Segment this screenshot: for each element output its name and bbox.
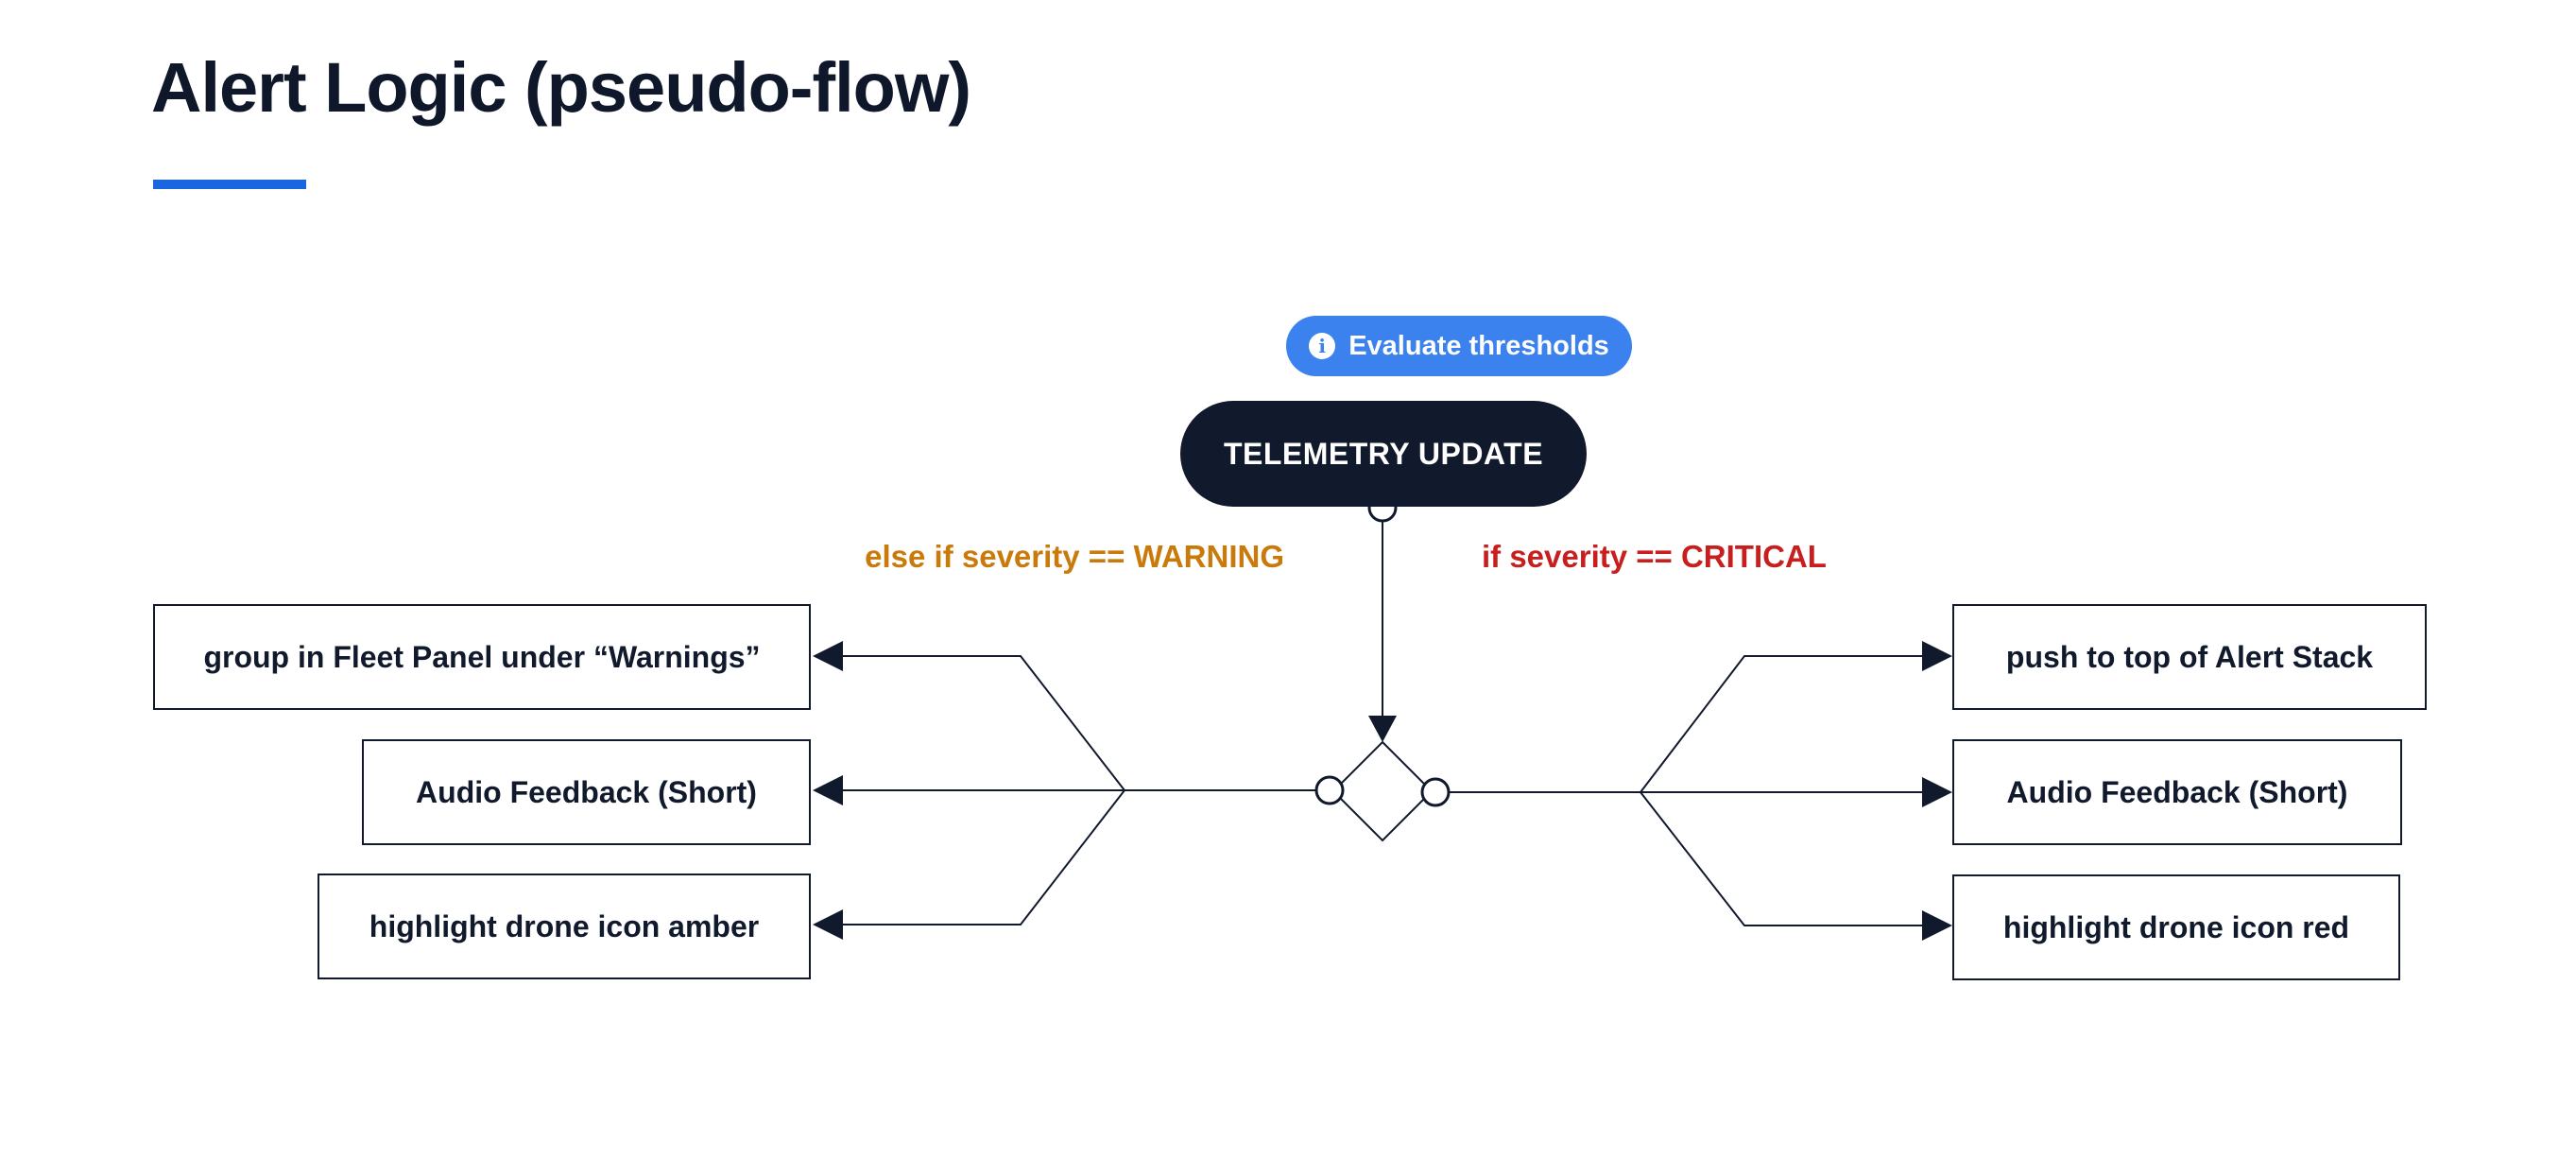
warning-arrowhead-3 — [813, 909, 843, 940]
critical-action-audio-feedback: Audio Feedback (Short) — [1952, 739, 2402, 845]
critical-wire-1 — [1640, 655, 1933, 793]
telemetry-update-node: TELEMETRY UPDATE — [1180, 401, 1587, 507]
decision-right-port — [1420, 777, 1451, 807]
warning-arrowhead-1 — [813, 641, 843, 671]
critical-arrowhead-1 — [1922, 641, 1952, 671]
decision-left-port — [1314, 775, 1345, 805]
warning-action-audio-feedback: Audio Feedback (Short) — [362, 739, 811, 845]
critical-arrowhead-3 — [1922, 910, 1952, 941]
critical-arrowhead-2 — [1922, 777, 1952, 807]
warning-wire-3 — [832, 789, 1125, 925]
evaluate-thresholds-label: Evaluate thresholds — [1348, 330, 1609, 361]
warning-arrowhead-2 — [813, 775, 843, 805]
decision-diamond — [1331, 740, 1434, 842]
warning-condition-label: else if severity == WARNING — [865, 539, 1284, 574]
decision-arrowhead — [1368, 716, 1397, 742]
critical-action-highlight-red: highlight drone icon red — [1952, 874, 2400, 980]
critical-condition-label: if severity == CRITICAL — [1482, 539, 1827, 574]
evaluate-thresholds-badge: i Evaluate thresholds — [1286, 316, 1632, 376]
critical-wire-3 — [1640, 791, 1933, 926]
warning-action-highlight-amber: highlight drone icon amber — [318, 874, 811, 979]
critical-action-push-alert-stack: push to top of Alert Stack — [1952, 604, 2427, 710]
warning-action-group-fleet-panel: group in Fleet Panel under “Warnings” — [153, 604, 811, 710]
warning-wire-1 — [832, 655, 1125, 791]
info-icon: i — [1309, 333, 1336, 359]
page-title: Alert Logic (pseudo-flow) — [151, 48, 971, 127]
title-underline — [153, 180, 306, 189]
